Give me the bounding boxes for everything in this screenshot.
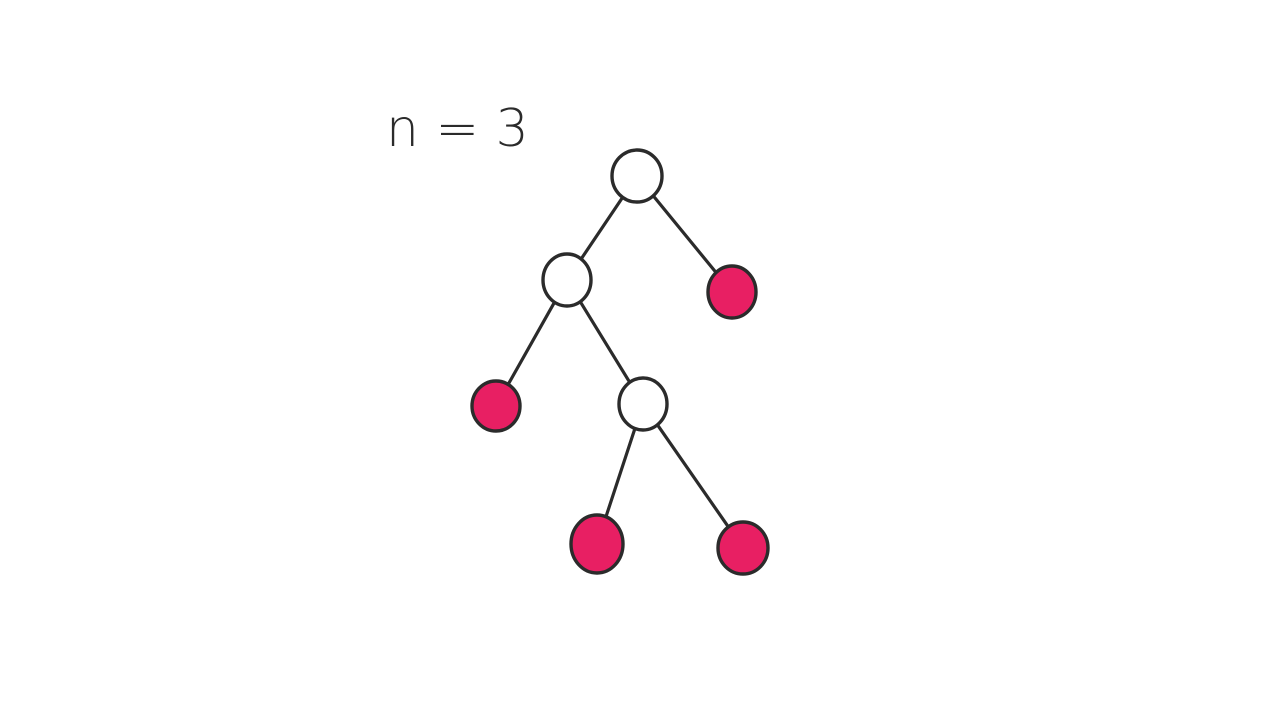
edge-left-to-left-right <box>578 299 632 385</box>
edge-root-to-left <box>579 195 625 261</box>
edge-left-right-to-left-right-left-leaf <box>604 426 637 519</box>
tree-edges <box>506 193 731 529</box>
internal-node-root <box>610 148 664 204</box>
leaf-node-left-right-right-leaf <box>716 520 770 576</box>
internal-node-left <box>541 252 593 308</box>
n-equals-label: n = 3 <box>386 99 529 159</box>
leaf-node-left-left-leaf <box>470 379 522 433</box>
edge-left-to-left-left-leaf <box>506 300 557 387</box>
edge-left-right-to-left-right-right-leaf <box>655 422 731 529</box>
internal-node-left-right <box>617 376 669 432</box>
leaf-node-left-right-left-leaf <box>569 513 625 575</box>
tree-nodes <box>470 148 770 576</box>
edge-root-to-right-leaf <box>651 193 718 275</box>
leaf-node-right-leaf <box>706 264 758 320</box>
